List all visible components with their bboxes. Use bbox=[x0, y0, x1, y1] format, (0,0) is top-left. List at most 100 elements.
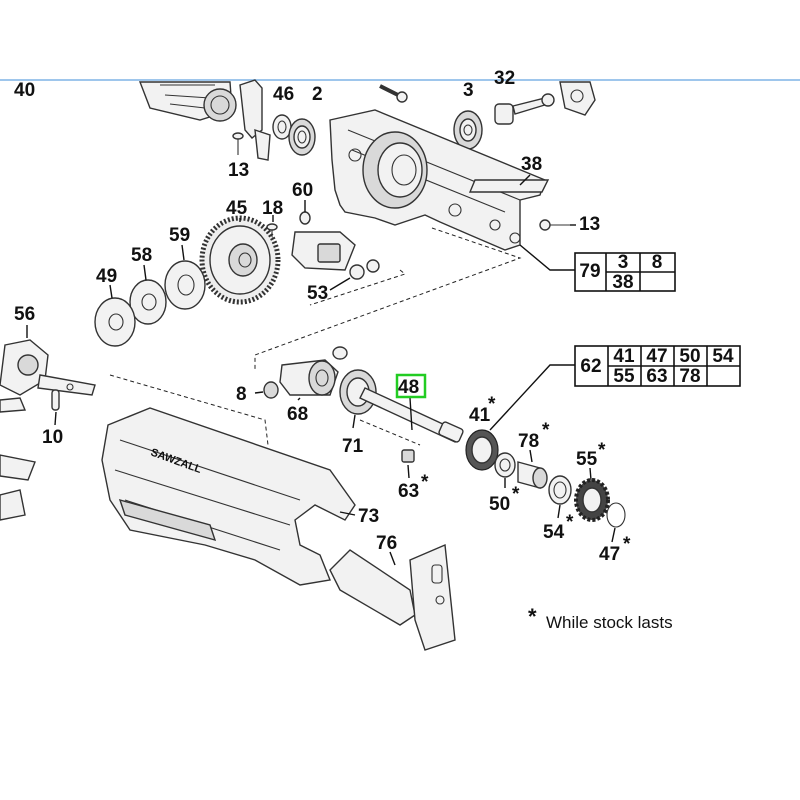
callout-50: 50 bbox=[489, 494, 510, 515]
table-62-cell: 78 bbox=[679, 366, 700, 387]
leader-68 bbox=[297, 397, 301, 401]
leader-48 bbox=[409, 397, 413, 431]
part-50-ring bbox=[494, 452, 516, 478]
leader-63 bbox=[407, 464, 410, 479]
asterisk-47: * bbox=[623, 534, 631, 555]
callout-38: 38 bbox=[521, 154, 542, 175]
leader-59 bbox=[181, 244, 185, 261]
table-62-cell: 47 bbox=[646, 346, 667, 367]
part-32-shaft bbox=[494, 93, 555, 125]
part-58-washer bbox=[129, 279, 167, 325]
callout-73: 73 bbox=[358, 506, 379, 527]
table-79-cell: 38 bbox=[612, 272, 633, 293]
part-10-pin bbox=[51, 389, 60, 411]
dashed-guide-d bbox=[359, 419, 421, 446]
footnote: * While stock lasts bbox=[528, 604, 673, 632]
part-46-ring bbox=[272, 114, 292, 140]
motor-assembly-fragment bbox=[138, 79, 271, 161]
part-53-linkage bbox=[291, 231, 380, 280]
callout-46: 46 bbox=[273, 84, 294, 105]
callout-68: 68 bbox=[287, 404, 308, 425]
table-62-cell: 54 bbox=[712, 346, 734, 367]
callout-8: 8 bbox=[236, 384, 247, 405]
part-71-ring bbox=[339, 369, 377, 415]
callout-56: 56 bbox=[14, 304, 35, 325]
callout-45: 45 bbox=[226, 198, 248, 219]
leader-10 bbox=[54, 411, 57, 426]
part-13-screw-b bbox=[539, 219, 570, 231]
part-59-washer bbox=[164, 260, 206, 310]
part-13-screw-a bbox=[232, 132, 244, 155]
callout-59: 59 bbox=[169, 225, 190, 246]
leader-49 bbox=[109, 284, 113, 299]
part-47-oring bbox=[606, 502, 626, 528]
part-8-screw bbox=[263, 381, 279, 399]
footnote-star: * bbox=[528, 604, 537, 629]
parts-table-79: 79 3 8 38 bbox=[574, 252, 676, 293]
callout-2: 2 bbox=[312, 84, 323, 105]
callout-78: 78 bbox=[518, 431, 539, 452]
callout-53: 53 bbox=[307, 283, 328, 304]
leader-8 bbox=[254, 391, 264, 394]
callout-48: 48 bbox=[398, 377, 419, 398]
leader-38 bbox=[519, 174, 531, 186]
dashed-guide-c bbox=[109, 374, 269, 446]
table-79-cell: 8 bbox=[652, 252, 663, 273]
callout-18: 18 bbox=[262, 198, 283, 219]
leader-62-table bbox=[489, 364, 575, 431]
part-60-ring bbox=[299, 211, 311, 225]
part-78-sleeve bbox=[517, 461, 548, 489]
callout-13a: 13 bbox=[228, 160, 249, 181]
callout-49: 49 bbox=[96, 266, 117, 287]
leader-58 bbox=[143, 264, 147, 281]
asterisk-63: * bbox=[421, 472, 429, 493]
callout-40: 40 bbox=[14, 80, 35, 101]
callout-47: 47 bbox=[599, 544, 620, 565]
asterisk-55: * bbox=[598, 440, 606, 461]
part-68-bushing bbox=[279, 359, 339, 396]
callout-58: 58 bbox=[131, 245, 152, 266]
dashed-guide-b bbox=[309, 269, 407, 306]
asterisk-78: * bbox=[542, 420, 550, 441]
callout-labels: 40 46 2 3 32 13 38 60 45 18 59 13 58 49 … bbox=[14, 68, 620, 565]
callout-63: 63 bbox=[398, 481, 419, 502]
part-56-clamp bbox=[0, 339, 96, 413]
part-3-bearing bbox=[453, 110, 483, 150]
callout-54: 54 bbox=[543, 522, 565, 543]
small-nut bbox=[332, 346, 348, 360]
table-62-lead: 62 bbox=[580, 356, 601, 377]
callout-76: 76 bbox=[376, 533, 397, 554]
part-38-plate bbox=[468, 179, 550, 193]
asterisk-54: * bbox=[566, 512, 574, 533]
asterisk-50: * bbox=[512, 484, 520, 505]
table-62-cell: 63 bbox=[646, 366, 667, 387]
leader-71 bbox=[352, 414, 356, 429]
part-2-bearing bbox=[288, 118, 316, 156]
callout-71: 71 bbox=[342, 436, 364, 457]
callout-55: 55 bbox=[576, 449, 598, 470]
footnote-text: While stock lasts bbox=[546, 613, 673, 632]
leader-78 bbox=[529, 449, 533, 463]
leader-54 bbox=[557, 504, 561, 519]
asterisk-41: * bbox=[488, 394, 496, 415]
part-55-collar bbox=[574, 478, 610, 522]
leader-55 bbox=[589, 467, 592, 481]
leader-76 bbox=[389, 551, 396, 566]
part-73-housing: SAWZALL bbox=[101, 407, 356, 586]
gear-housing bbox=[329, 109, 546, 251]
asterisk-marks: * * * * * * * bbox=[421, 394, 631, 555]
callout-60: 60 bbox=[292, 180, 313, 201]
callout-10: 10 bbox=[42, 427, 63, 448]
bracket-fragment-right bbox=[559, 81, 596, 116]
parts-table-62: 62 41 47 50 54 55 63 78 bbox=[574, 345, 741, 387]
table-79-lead: 79 bbox=[579, 261, 600, 282]
leader-47 bbox=[611, 527, 616, 543]
leader-79-table bbox=[519, 244, 575, 271]
leader-73 bbox=[339, 511, 356, 516]
part-54-ring bbox=[548, 475, 572, 505]
part-63-key bbox=[401, 449, 415, 463]
table-62-cell: 55 bbox=[613, 366, 635, 387]
dashed-guide-a bbox=[254, 227, 522, 370]
highlight-box-48 bbox=[395, 373, 427, 399]
